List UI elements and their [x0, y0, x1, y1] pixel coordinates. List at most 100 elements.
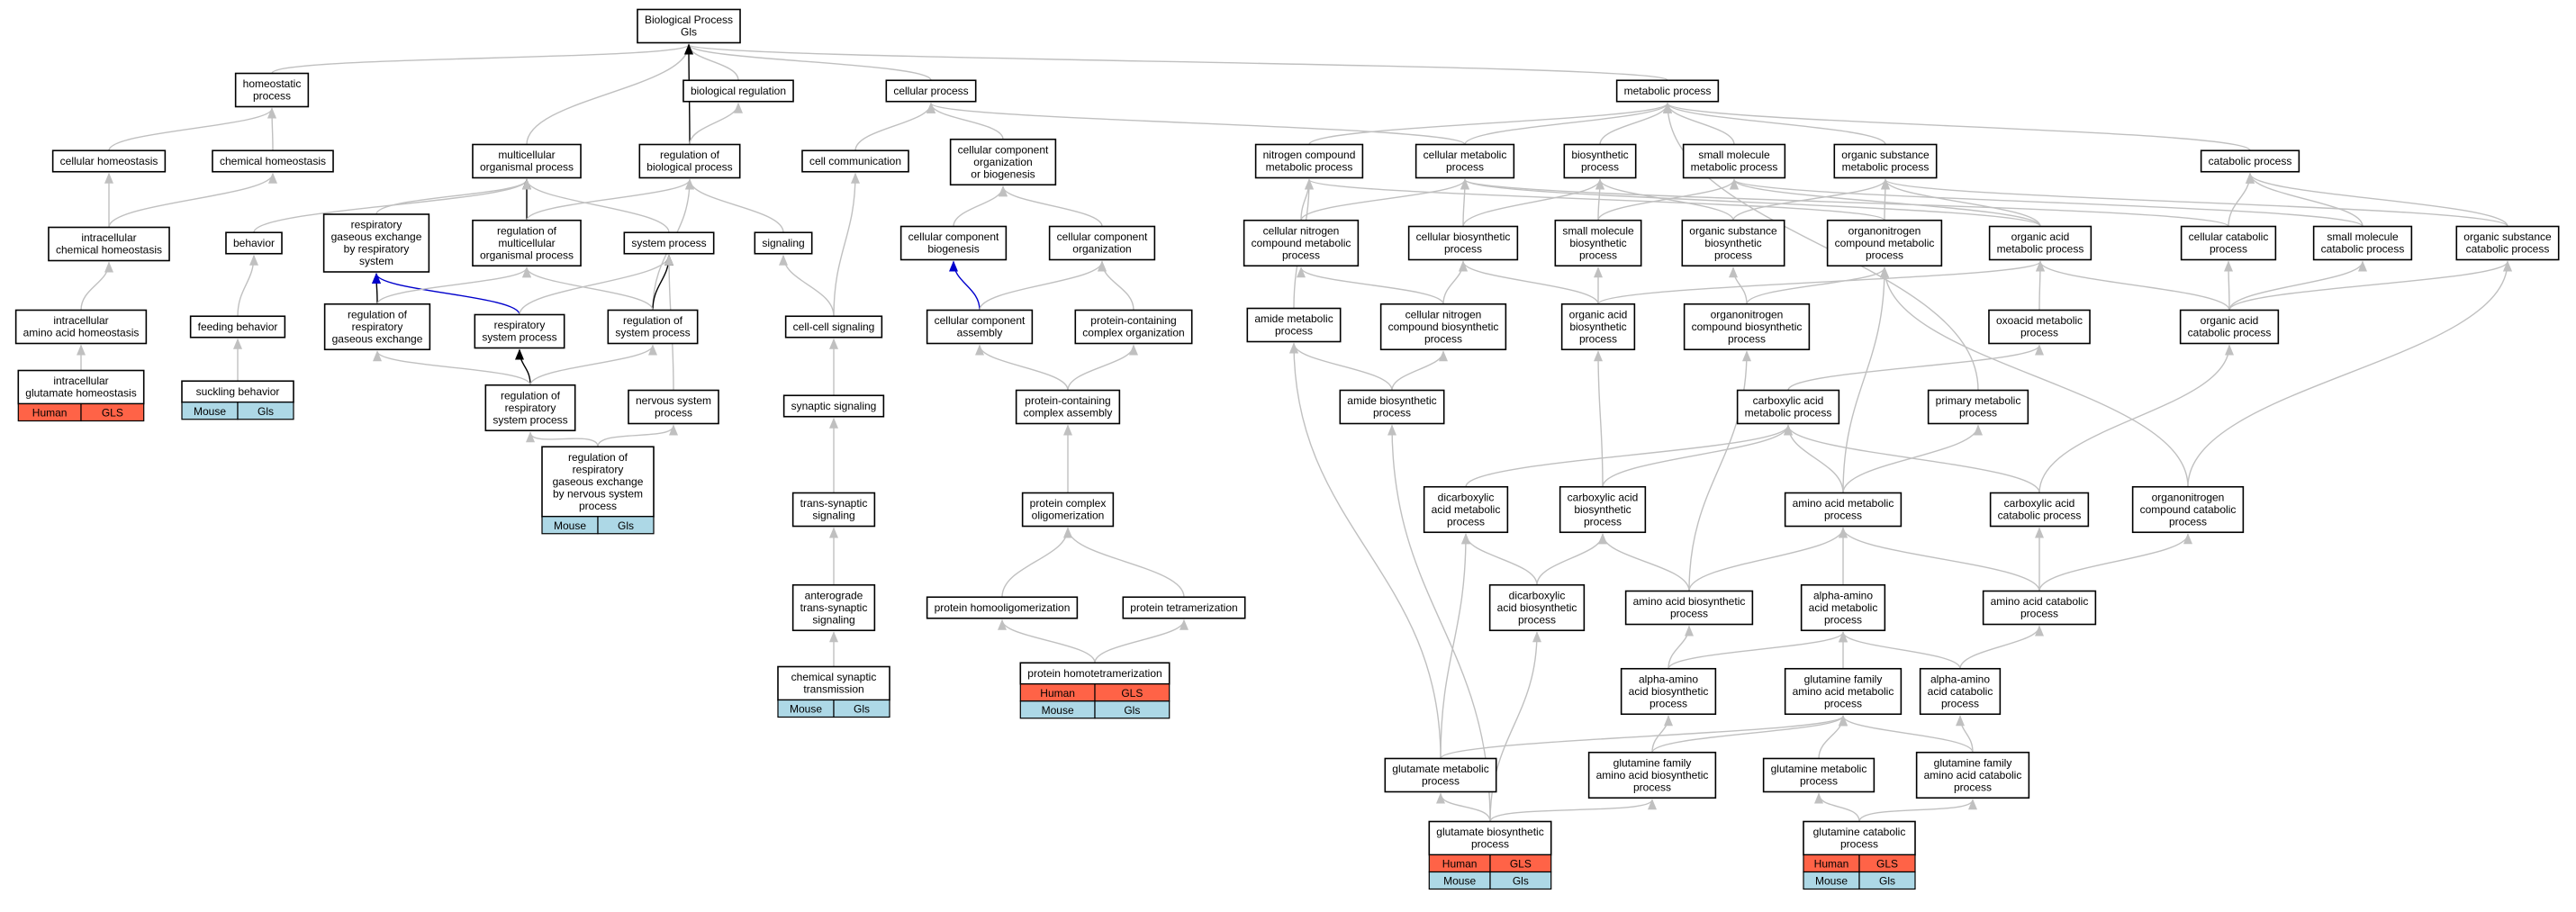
is-a-edge-protassem-to-ccassem [975, 344, 1069, 391]
is-a-edge-cellnitrobio-to-cellnitro [1297, 266, 1444, 305]
go-term-label: respiratory [505, 402, 556, 414]
go-term-label: cellular metabolic [1424, 149, 1507, 161]
go-term-label: process [2169, 515, 2207, 528]
go-term-box [1803, 820, 1916, 856]
mouse-gene-cell [833, 699, 890, 718]
go-term-box [474, 313, 565, 349]
is-a-edge-glutbio-to-glutmet [1436, 792, 1491, 822]
go-term-box [791, 492, 876, 528]
go-term-label: process [1446, 161, 1484, 174]
is-a-edge-alphacat-to-alphaaa [1839, 631, 1961, 670]
is-a-edge-respgas-to-multiorg [375, 178, 531, 215]
go-term-box [682, 79, 794, 103]
go-term-behavior: behavior [225, 231, 283, 255]
go-term-box [1559, 485, 1647, 534]
go-term-box [1736, 389, 1840, 425]
go-term-label: system [359, 255, 393, 267]
go-term-label: respiratory [351, 219, 402, 231]
go-term-label: process [1373, 407, 1411, 420]
go-term-box [1384, 757, 1497, 793]
mouse-gene-label: Gls [258, 405, 274, 418]
go-term-label: glutamine metabolic [1771, 763, 1867, 775]
is-a-edge-cabiosyn-to-oabiosyn [1594, 350, 1604, 487]
is-a-edge-cellmet-to-cellproc [926, 102, 1466, 146]
is-a-edge-chemhomeo-to-homeostatic [267, 107, 277, 151]
go-term-label: carboxylic acid [1753, 394, 1824, 407]
go-term-label: amino acid biosynthetic [1633, 595, 1746, 608]
go-term-box [484, 384, 576, 432]
is-a-edge-ccassem-to-ccbio [949, 260, 981, 311]
go-term-box [1246, 307, 1342, 343]
go-term-label: process [655, 407, 692, 420]
go-term-label: amino acid catabolic [1924, 769, 2022, 781]
go-term-label: biological process [646, 161, 732, 174]
go-term-label: dicarboxylic [1438, 491, 1495, 503]
is-a-edge-protassem-to-protcomplex [1067, 344, 1138, 391]
is-a-edge-regrespsys-to-respsys [515, 348, 531, 385]
is-a-edge-glutmet-to-glnfam [1440, 715, 1848, 760]
go-term-label: small molecule [2327, 230, 2399, 243]
go-term-box [1015, 389, 1121, 425]
is-a-edge-onbiosyn-to-orgsubbio [1729, 266, 1748, 304]
is-a-edge-homoolig-to-protolig [1001, 527, 1072, 598]
go-term-label: organic acid [2201, 314, 2259, 327]
is-a-edge-oacat-to-smcat [2228, 260, 2367, 311]
mouse-gene-cell [1489, 871, 1552, 890]
go-term-label: suckling behavior [196, 385, 280, 398]
go-term-label: acid biosynthetic [1629, 685, 1709, 698]
go-term-label: protein homotetramerization [1027, 667, 1161, 680]
mouse-gene-cell [1094, 700, 1170, 719]
go-term-label: cell communication [809, 155, 901, 167]
go-term-label: process [1584, 515, 1622, 528]
go-term-box [1554, 219, 1642, 267]
go-term-label: primary metabolic [1936, 394, 2021, 407]
go-term-label: process [1275, 325, 1313, 338]
is-a-edge-aabiosyn-to-aamet [1688, 527, 1848, 591]
go-term-box [1784, 492, 1903, 528]
go-term-label: protein-containing [1025, 394, 1110, 407]
go-term-label: glutamine family [1934, 756, 2012, 769]
is-a-edge-cellmet-to-metab [1464, 102, 1672, 145]
go-term-box [1681, 219, 1785, 267]
go-term-box [1624, 590, 1754, 626]
go-term-box [1122, 596, 1246, 619]
go-term-label: biosynthetic [1574, 503, 1631, 516]
go-term-label: compound biosynthetic [1388, 321, 1499, 333]
go-term-label: regulation of [348, 308, 408, 321]
is-a-edge-homeostatic-to-bp [271, 43, 693, 75]
go-term-box [1919, 667, 2002, 716]
is-a-edge-regrespsys-to-regsys [529, 344, 657, 385]
go-term-box [14, 309, 148, 345]
go-term-box [1415, 143, 1515, 179]
go-term-box [2200, 149, 2300, 173]
go-term-label: protein-containing [1090, 314, 1176, 327]
go-term-box [51, 149, 167, 173]
go-term-box [1048, 225, 1156, 261]
go-term-label: small molecule [1698, 149, 1770, 161]
go-term-label: system process [493, 413, 567, 426]
go-term-label: protein homooligomerization [935, 601, 1071, 614]
go-term-label: system process [631, 237, 706, 249]
go-term-label: cellular process [893, 85, 968, 97]
go-term-label: compound metabolic [1252, 237, 1351, 249]
go-term-label: oligomerization [1032, 510, 1105, 522]
go-term-box [1560, 302, 1636, 351]
go-term-label: chemical synaptic [791, 671, 877, 683]
is-a-edge-intrachem-to-chemhomeo [108, 172, 277, 228]
go-term-label: cellular biosynthetic [1416, 230, 1511, 243]
mouse-gene-label: Gls [1124, 704, 1140, 717]
go-term-box [1915, 751, 2030, 799]
is-a-edge-regrespnerv-to-nervous [597, 424, 678, 447]
